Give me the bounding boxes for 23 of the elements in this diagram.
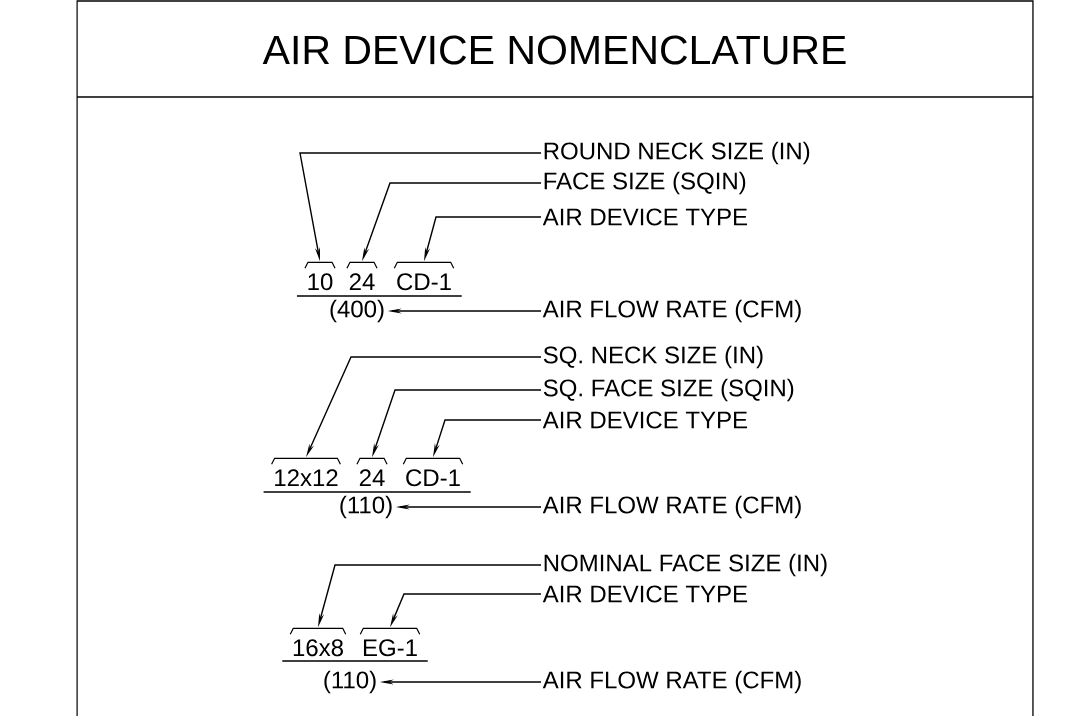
flow-value: (400) <box>330 299 384 323</box>
callout-label: ROUND NECK SIZE (IN) <box>544 141 810 165</box>
callout-label: AIR FLOW RATE (CFM) <box>542 299 801 323</box>
callout-label: AIR DEVICE TYPE <box>542 208 748 226</box>
callout-label: AIR DEVICE TYPE <box>542 411 748 429</box>
title: AIR DEVICE NOMENCLATURE <box>262 35 846 65</box>
callout-label: AIR FLOW RATE (CFM) <box>542 670 801 694</box>
callout-label: NOMINAL FACE SIZE (IN) <box>544 553 827 577</box>
flow-value: (110) <box>340 495 392 519</box>
code-part: CD-1 <box>397 273 451 291</box>
callout-label: AIR FLOW RATE (CFM) <box>542 495 801 519</box>
flow-value: (110) <box>324 670 376 694</box>
code-part: 24 <box>359 469 385 486</box>
code-part: 12x12 <box>275 469 338 486</box>
code-part: EG-1 <box>363 639 417 657</box>
callout-label: SQ. NECK SIZE (IN) <box>543 345 763 369</box>
code-part: CD-1 <box>406 469 460 487</box>
code-part: 16x8 <box>293 639 343 657</box>
callout-label: AIR DEVICE TYPE <box>542 585 748 603</box>
code-part: 10 <box>308 273 333 291</box>
callout-label: FACE SIZE (SQIN) <box>544 171 746 195</box>
callout-label: SQ. FACE SIZE (SQIN) <box>543 378 794 402</box>
code-part: 24 <box>349 273 375 290</box>
